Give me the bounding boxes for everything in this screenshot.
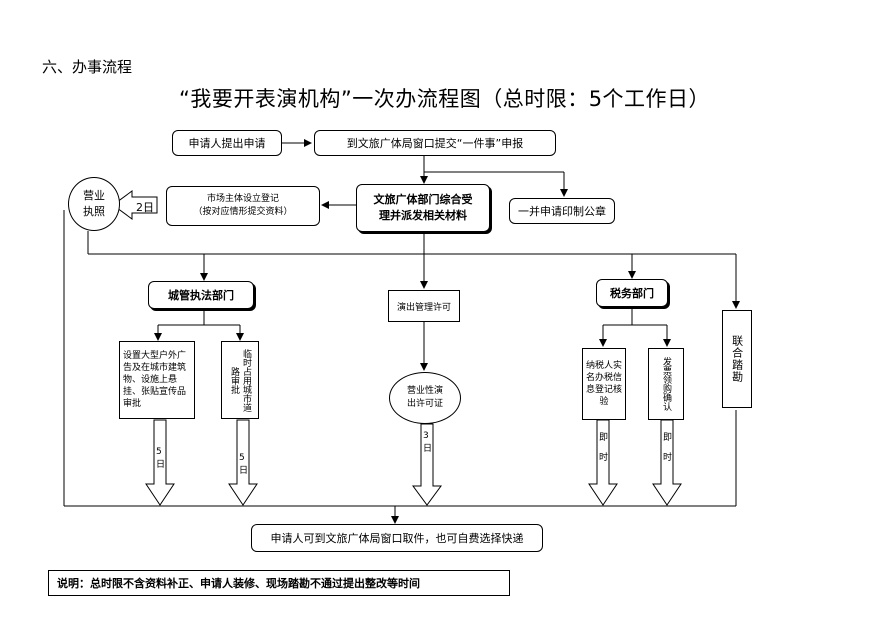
seal-application-node: 一并申请印制公章 — [509, 198, 615, 224]
reception-dispatch-node: 文旅广体部门综合受 理并派发相关材料 — [356, 184, 490, 232]
performance-license-node: 营业性演 出许可证 — [389, 372, 461, 424]
window-submit-node: 到文旅广体局窗口提交“一件事”申报 — [314, 130, 556, 156]
road-occupation-label: 临时占用城市道路审批 — [229, 348, 251, 412]
three-days-label: 3 日 — [423, 431, 433, 454]
invoice-confirmation-node: 发票领购确认 — [648, 348, 684, 420]
urban-management-dept-node: 城管执法部门 — [148, 281, 254, 309]
invoice-confirmation-label: 发票领购确认 — [661, 357, 671, 411]
immediate-label-a: 即 时 — [599, 433, 609, 463]
taxpayer-verification-node: 纳税人实名办税信息登记核验 — [582, 348, 626, 420]
tax-dept-node: 税务部门 — [596, 279, 668, 307]
collect-node: 申请人可到文旅广体局窗口取件，也可自费选择快递 — [251, 524, 543, 552]
five-days-label-b: 5 日 — [239, 453, 249, 476]
road-occupation-node: 临时占用城市道路审批 — [221, 341, 259, 419]
business-license-node: 营业 执照 — [68, 177, 120, 231]
note-box: 说明：总时限不含资料补正、申请人装修、现场踏勘不通过提出整改等时间 — [48, 570, 510, 596]
outdoor-ad-approval-node: 设置大型户外广告及在城市建筑物、设施上悬挂、张贴宣传品审批 — [119, 341, 195, 419]
flowchart-title: “我要开表演机构”一次办流程图（总时限：5个工作日） — [178, 87, 711, 111]
market-registration-node: 市场主体设立登记 （按对应情形提交资料） — [166, 186, 320, 226]
joint-inspection-node: 联合踏勘 — [722, 310, 752, 408]
performance-permit-node: 演出管理许可 — [388, 290, 460, 322]
immediate-label-b: 即 时 — [663, 433, 673, 463]
joint-inspection-label: 联合踏勘 — [730, 335, 744, 383]
applicant-submit-node: 申请人提出申请 — [172, 130, 282, 156]
two-days-label: 2日 — [136, 201, 154, 214]
section-heading: 六、办事流程 — [42, 58, 133, 76]
five-days-label-a: 5 日 — [156, 447, 166, 470]
